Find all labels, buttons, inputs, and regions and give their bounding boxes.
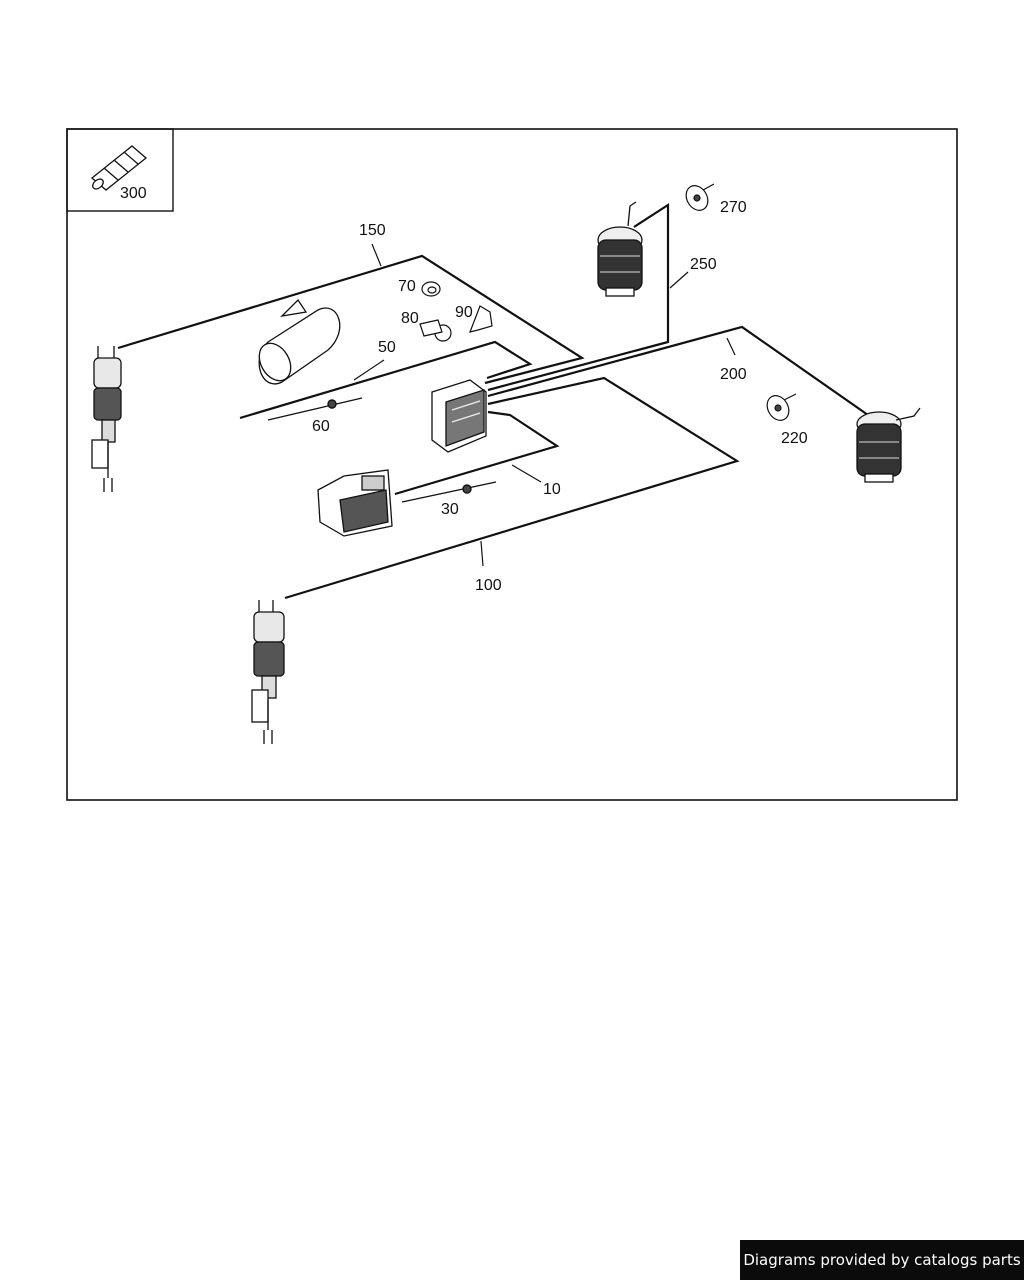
line-200 [487, 325, 869, 416]
callout-150: 150 [359, 222, 386, 239]
pressure-lines [117, 202, 869, 600]
leader-lines [353, 243, 736, 567]
mount-plate-270 [685, 183, 715, 211]
part-80-clamp [419, 319, 452, 342]
front-right-strut [251, 600, 285, 744]
sensor-wire-30 [401, 481, 497, 503]
callout-10: 10 [543, 481, 561, 498]
mount-plate-220 [766, 393, 797, 421]
callout-70: 70 [398, 278, 416, 295]
callout-60: 60 [312, 418, 330, 435]
diagram-frame [66, 128, 958, 801]
callout-300: 300 [120, 185, 147, 202]
line-10 [394, 410, 560, 496]
callout-200: 200 [720, 366, 747, 383]
callout-80: 80 [401, 310, 419, 327]
line-50 [239, 340, 533, 420]
callout-220: 220 [781, 430, 808, 447]
part-70-nut [421, 281, 441, 297]
callout-100: 100 [475, 577, 502, 594]
rear-air-spring-left [597, 201, 643, 297]
front-left-strut [91, 346, 122, 492]
compressor [317, 469, 393, 537]
callout-270: 270 [720, 199, 747, 216]
rear-air-spring-right [856, 407, 921, 483]
callout-50: 50 [378, 339, 396, 356]
part-90-bracket [469, 305, 493, 333]
inset-box [66, 128, 174, 212]
line-100 [284, 376, 740, 600]
callout-90: 90 [455, 304, 473, 321]
callout-250: 250 [690, 256, 717, 273]
line-250 [487, 202, 670, 392]
line-150 [117, 254, 585, 385]
footer-credit: Diagrams provided by catalogs parts [740, 1240, 1024, 1280]
valve-block [431, 379, 487, 453]
sensor-wire-60 [267, 397, 363, 421]
connector-part-300 [90, 145, 148, 191]
callout-30: 30 [441, 501, 459, 518]
pressure-reservoir [258, 298, 341, 385]
